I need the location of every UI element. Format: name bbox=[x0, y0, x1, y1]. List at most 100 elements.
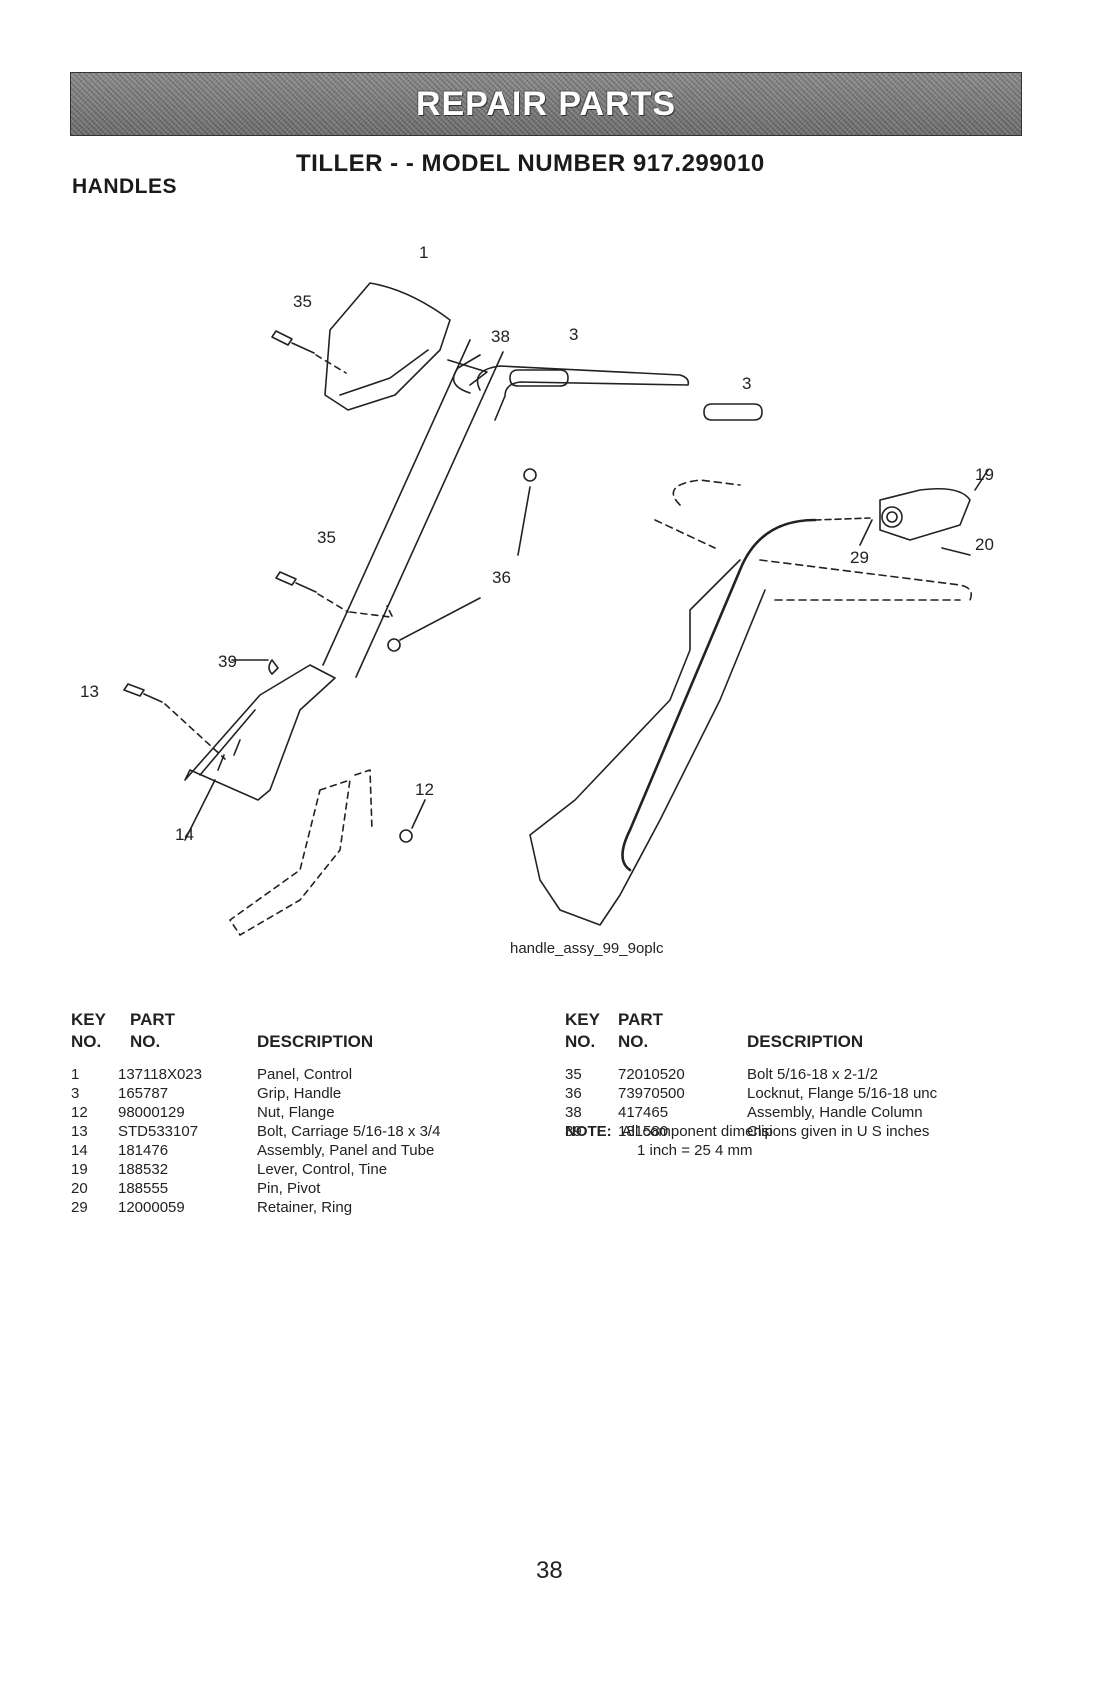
callout-39: 39 bbox=[218, 652, 237, 671]
handle-column-tube bbox=[322, 339, 504, 678]
part-no: 98000129 bbox=[118, 1104, 185, 1121]
callout-12: 12 bbox=[415, 780, 434, 799]
description-header: DESCRIPTION bbox=[257, 1032, 374, 1051]
key-no: 1 bbox=[71, 1066, 80, 1083]
note-label: NOTE: bbox=[565, 1123, 612, 1140]
nut-36 bbox=[523, 468, 537, 482]
control-panel-part bbox=[324, 282, 451, 411]
panel-tube-assembly bbox=[184, 664, 336, 801]
key-no: 14 bbox=[71, 1142, 88, 1159]
note-line-2: 1 inch = 25 4 mm bbox=[637, 1142, 753, 1159]
callout-3-left: 3 bbox=[569, 325, 578, 344]
table-row: 20 188555 Pin, Pivot bbox=[71, 1180, 531, 1199]
key-header-1: KEY bbox=[71, 1010, 106, 1029]
callout-20: 20 bbox=[975, 535, 994, 554]
part-header-1: PART bbox=[130, 1010, 176, 1029]
section-title: HANDLES bbox=[72, 175, 178, 198]
model-title: TILLER - - MODEL NUMBER 917.299010 bbox=[296, 150, 765, 177]
banner-title: REPAIR PARTS bbox=[415, 84, 677, 123]
control-cable bbox=[621, 518, 817, 872]
part-no: STD533107 bbox=[118, 1123, 199, 1140]
part-description: Locknut, Flange 5/16-18 unc bbox=[747, 1085, 938, 1102]
part-description: Grip, Handle bbox=[257, 1085, 342, 1102]
part-header-2: NO. bbox=[618, 1032, 649, 1051]
callout-14: 14 bbox=[175, 825, 194, 844]
key-no: 35 bbox=[565, 1066, 582, 1083]
part-description: Nut, Flange bbox=[257, 1104, 335, 1121]
nut-12 bbox=[399, 829, 413, 843]
grip-part-right bbox=[703, 403, 763, 421]
key-no: 38 bbox=[565, 1104, 582, 1121]
part-no: 73970500 bbox=[618, 1085, 685, 1102]
part-no: 188532 bbox=[118, 1161, 169, 1178]
table-row: 29 12000059 Retainer, Ring bbox=[71, 1199, 531, 1218]
locknut-36 bbox=[387, 638, 401, 652]
part-description: Panel, Control bbox=[257, 1066, 353, 1083]
parts-table-right: KEY NO. PART NO. DESCRIPTION 35 72010520 B… bbox=[565, 1010, 1025, 1142]
callout-13: 13 bbox=[80, 682, 99, 701]
table-row: 3 165787 Grip, Handle bbox=[71, 1085, 531, 1104]
table-row: 36 73970500 Locknut, Flange 5/16-18 unc bbox=[565, 1085, 1025, 1104]
part-description: Retainer, Ring bbox=[257, 1199, 353, 1216]
key-no: 13 bbox=[71, 1123, 88, 1140]
table-row: 1 137118X023 Panel, Control bbox=[71, 1066, 531, 1085]
key-header-1: KEY bbox=[565, 1010, 600, 1029]
part-no: 417465 bbox=[618, 1104, 669, 1121]
table-row: 12 98000129 Nut, Flange bbox=[71, 1104, 531, 1123]
page-number: 38 bbox=[536, 1557, 563, 1584]
part-description: Assembly, Handle Column bbox=[747, 1104, 923, 1121]
note-line-1: All component dimensions given in U S in… bbox=[621, 1123, 930, 1140]
part-no: 181580 bbox=[618, 1123, 669, 1140]
diagram-caption: handle_assy_99_9oplc bbox=[510, 940, 664, 957]
callout-38: 38 bbox=[491, 327, 510, 346]
description-header: DESCRIPTION bbox=[747, 1032, 864, 1051]
table-row: 14 181476 Assembly, Panel and Tube bbox=[71, 1142, 531, 1161]
key-header-2: NO. bbox=[71, 1032, 102, 1051]
bolt-35-top bbox=[271, 330, 315, 354]
part-header-2: NO. bbox=[130, 1032, 161, 1051]
part-description: Bolt, Carriage 5/16-18 x 3/4 bbox=[257, 1123, 441, 1140]
tine-lever-dashed bbox=[229, 779, 351, 936]
note: NOTE: All component dimensions given in U… bbox=[565, 1123, 929, 1140]
callout-1: 1 bbox=[419, 243, 428, 262]
callout-36: 36 bbox=[492, 568, 511, 587]
part-no: 188555 bbox=[118, 1180, 169, 1197]
key-no: 36 bbox=[565, 1085, 582, 1102]
part-no: 72010520 bbox=[618, 1066, 685, 1083]
grip-part-left bbox=[509, 369, 569, 387]
parts-table-header: KEY NO. PART NO. DESCRIPTION bbox=[71, 1010, 531, 1056]
part-header-1: PART bbox=[618, 1010, 664, 1029]
repair-parts-banner: REPAIR PARTS bbox=[70, 72, 1022, 136]
table-row: 13 STD533107 Bolt, Carriage 5/16-18 x 3/4 bbox=[71, 1123, 531, 1142]
key-no: 20 bbox=[71, 1180, 88, 1197]
callout-35-top: 35 bbox=[293, 292, 312, 311]
part-description: Assembly, Panel and Tube bbox=[257, 1142, 435, 1159]
tine-lever-19 bbox=[879, 487, 971, 541]
key-no: 19 bbox=[71, 1161, 88, 1178]
part-description: Pin, Pivot bbox=[257, 1180, 321, 1197]
part-description: Bolt 5/16-18 x 2-1/2 bbox=[747, 1066, 878, 1083]
table-row: 38 417465 Assembly, Handle Column bbox=[565, 1104, 1025, 1123]
callout-29: 29 bbox=[850, 548, 869, 567]
callout-19: 19 bbox=[975, 465, 994, 484]
part-no: 181476 bbox=[118, 1142, 169, 1159]
key-no: 39 bbox=[565, 1123, 582, 1140]
key-no: 12 bbox=[71, 1104, 88, 1121]
handlebar-part bbox=[476, 365, 690, 421]
clip-39 bbox=[268, 659, 279, 675]
part-no: 165787 bbox=[118, 1085, 169, 1102]
key-no: 3 bbox=[71, 1085, 80, 1102]
table-row: 39 181580 Clip bbox=[565, 1123, 1025, 1142]
table-row: 35 72010520 Bolt 5/16-18 x 2-1/2 bbox=[565, 1066, 1025, 1085]
parts-table-header: KEY NO. PART NO. DESCRIPTION bbox=[565, 1010, 1025, 1056]
key-header-2: NO. bbox=[565, 1032, 596, 1051]
key-no: 29 bbox=[71, 1199, 88, 1216]
callout-3-right: 3 bbox=[742, 374, 751, 393]
part-description: Clip bbox=[747, 1123, 773, 1140]
part-no: 137118X023 bbox=[118, 1066, 202, 1083]
part-no: 12000059 bbox=[118, 1199, 185, 1216]
bolt-35-mid bbox=[275, 571, 317, 593]
assembled-handle-view bbox=[529, 559, 766, 926]
